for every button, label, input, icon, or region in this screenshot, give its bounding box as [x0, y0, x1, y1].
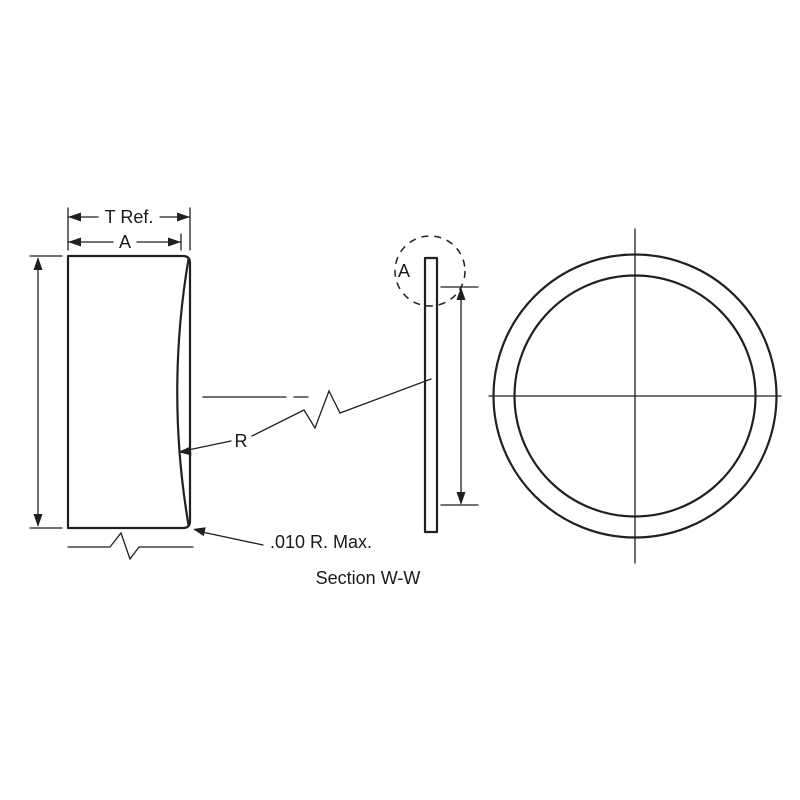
detail-a-label: A [398, 261, 410, 281]
corner-radius-arrowhead [193, 527, 206, 537]
edge-view-outline [423, 256, 439, 534]
top-dimensions: T Ref. A [67, 207, 191, 252]
concave-surface-curve [176, 257, 190, 527]
height-arrow-top [33, 257, 43, 270]
corner-radius-leader [201, 531, 264, 546]
height-arrow-bottom [33, 514, 43, 527]
radius-leader: R [178, 378, 432, 456]
section-title: Section W-W [316, 568, 421, 588]
edge-arrow-top [456, 287, 466, 300]
t-ref-arrow-left [68, 212, 81, 222]
edge-arrow-bottom [456, 492, 466, 505]
radius-label: R [235, 431, 248, 451]
edge-view: A [394, 235, 479, 534]
section-outline [66, 254, 192, 530]
left-height-dimension [29, 255, 63, 529]
a-arrow-left [68, 237, 81, 247]
edge-view-dimension [440, 286, 479, 506]
t-ref-label: T Ref. [105, 207, 154, 227]
a-arrow-right [168, 237, 181, 247]
radius-leader-left [187, 440, 232, 451]
a-dim-label: A [119, 232, 131, 252]
left-section-view [66, 254, 194, 561]
radius-leader-zigzag [251, 378, 432, 437]
detail-a-circle [394, 235, 466, 307]
corner-radius-label: .010 R. Max. [270, 532, 372, 552]
front-view [488, 228, 782, 564]
t-ref-arrow-right [177, 212, 190, 222]
corner-radius-callout: .010 R. Max. [193, 527, 372, 552]
bottom-break-line [67, 531, 194, 561]
radius-arrowhead [178, 446, 192, 456]
